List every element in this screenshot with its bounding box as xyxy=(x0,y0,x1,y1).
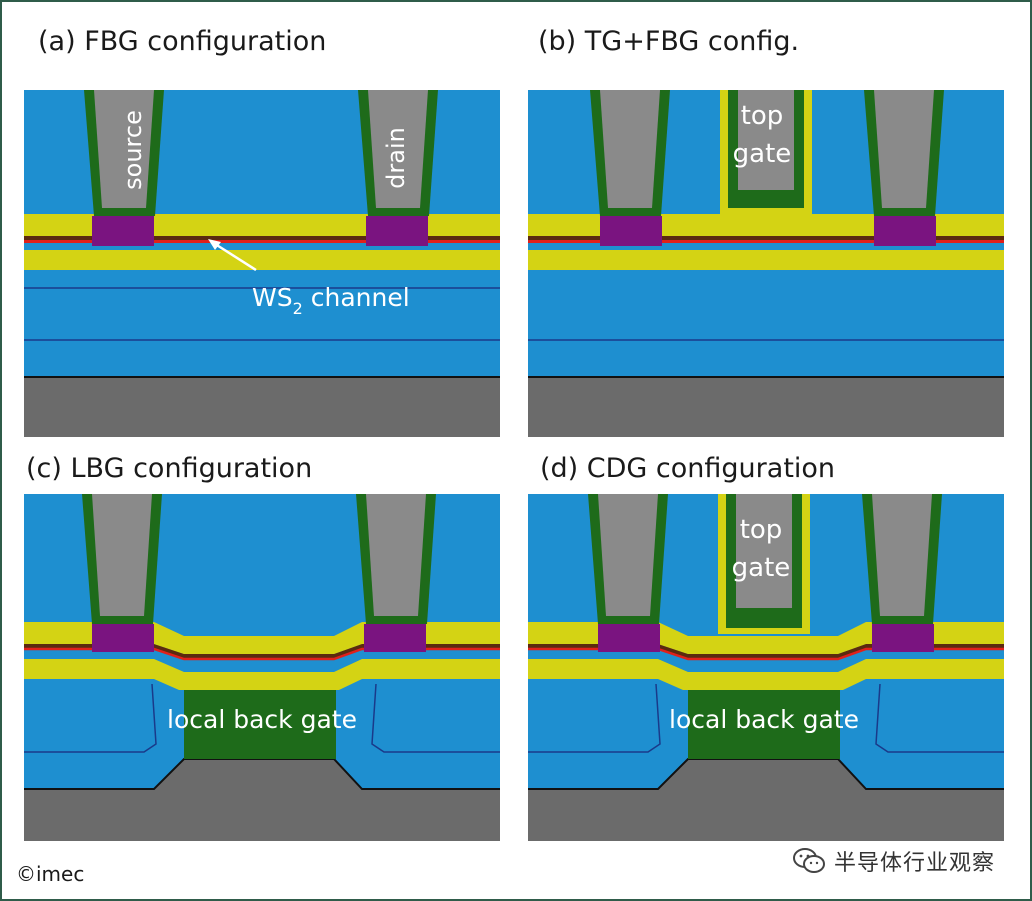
panel-b-diagram: top gate xyxy=(528,90,1004,437)
copyright-text: ©imec xyxy=(16,862,85,886)
source-contact xyxy=(92,216,154,246)
drain-label: drain xyxy=(382,127,410,189)
wechat-icon xyxy=(793,848,825,873)
top-gate-label-2: gate xyxy=(732,553,791,583)
top-gate-label-1: top xyxy=(741,101,784,131)
panel-c-diagram: local back gate xyxy=(24,494,500,841)
panel-a-diagram: source drain WS2 channel xyxy=(24,90,500,437)
top-gate-label-1: top xyxy=(740,515,783,545)
bottom-dielectric xyxy=(24,250,500,270)
local-back-gate xyxy=(184,690,336,759)
panel-c-title: (c) LBG configuration xyxy=(26,453,313,484)
panel-d-title: (d) CDG configuration xyxy=(540,453,836,484)
panel-a-title: (a) FBG configuration xyxy=(38,26,327,57)
panel-b-title: (b) TG+FBG config. xyxy=(538,26,800,57)
local-back-gate-label: local back gate xyxy=(167,705,357,734)
substrate-layer xyxy=(24,378,500,437)
drain-contact xyxy=(366,216,428,246)
watermark-text: 半导体行业观察 xyxy=(834,851,996,876)
watermark: 半导体行业观察 xyxy=(792,845,995,877)
ws2-channel-label: WS2 channel xyxy=(252,283,410,318)
ws2-channel xyxy=(24,240,500,243)
source-label: source xyxy=(119,110,147,190)
local-back-gate-label: local back gate xyxy=(669,705,859,734)
top-gate-label-2: gate xyxy=(733,139,792,169)
panel-d-diagram: top gate local back gate xyxy=(528,494,1004,841)
